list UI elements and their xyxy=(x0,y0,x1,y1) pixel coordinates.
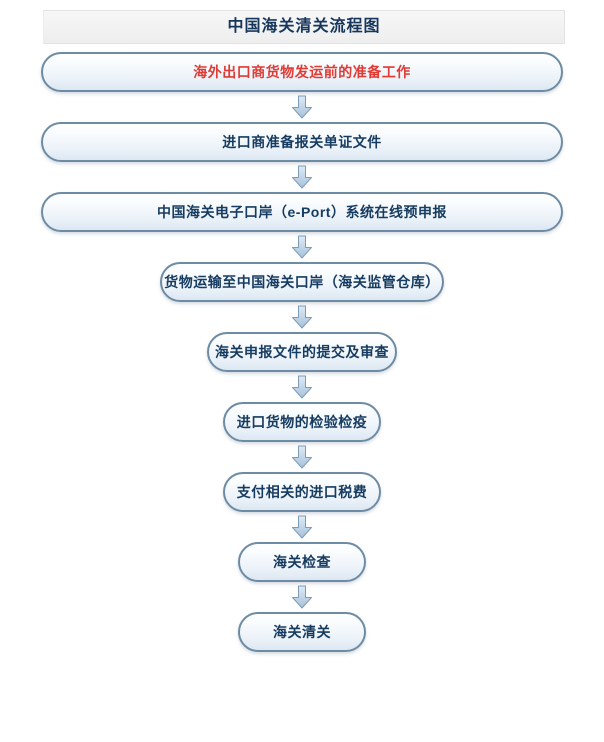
flow-node-8[interactable]: 海关检查 xyxy=(238,542,366,582)
flow-node-1[interactable]: 海外出口商货物发运前的准备工作 xyxy=(41,52,563,92)
flow-node-2[interactable]: 进口商准备报关单证文件 xyxy=(41,122,563,162)
flow-node-label: 海关清关 xyxy=(273,624,331,640)
flow-arrow-row xyxy=(0,442,604,472)
flow-step-row: 海外出口商货物发运前的准备工作 xyxy=(0,52,604,92)
flow-node-6[interactable]: 进口货物的检验检疫 xyxy=(223,402,381,442)
arrow-down-block-icon xyxy=(292,585,312,609)
flow-node-4[interactable]: 货物运输至中国海关口岸（海关监管仓库） xyxy=(160,262,444,302)
flow-arrow-row xyxy=(0,302,604,332)
flow-step-row: 海关检查 xyxy=(0,542,604,582)
flow-node-label: 进口商准备报关单证文件 xyxy=(222,134,382,150)
flow-step-row: 海关清关 xyxy=(0,612,604,652)
page-title: 中国海关清关流程图 xyxy=(227,18,381,35)
arrow-down-block-icon xyxy=(292,375,312,399)
arrow-down-block-icon xyxy=(292,445,312,469)
flow-node-label: 海关申报文件的提交及审查 xyxy=(215,344,389,360)
flow-node-label: 海外出口商货物发运前的准备工作 xyxy=(193,64,411,80)
flow-arrow-row xyxy=(0,582,604,612)
flow-arrow-row xyxy=(0,232,604,262)
flow-step-row: 货物运输至中国海关口岸（海关监管仓库） xyxy=(0,262,604,302)
flow-node-label: 支付相关的进口税费 xyxy=(236,484,368,500)
flow-node-label: 海关检查 xyxy=(273,554,331,570)
flow-node-3[interactable]: 中国海关电子口岸（e-Port）系统在线预申报 xyxy=(41,192,563,232)
flow-step-row: 中国海关电子口岸（e-Port）系统在线预申报 xyxy=(0,192,604,232)
flow-node-label: 货物运输至中国海关口岸（海关监管仓库） xyxy=(164,274,440,290)
arrow-down-block-icon xyxy=(292,235,312,259)
arrow-down-block-icon xyxy=(292,515,312,539)
page-title-bar: 中国海关清关流程图 xyxy=(43,10,565,44)
flow-step-row: 进口商准备报关单证文件 xyxy=(0,122,604,162)
flow-node-label: 中国海关电子口岸（e-Port）系统在线预申报 xyxy=(157,204,447,220)
flow-node-7[interactable]: 支付相关的进口税费 xyxy=(223,472,381,512)
arrow-down-block-icon xyxy=(292,305,312,329)
flow-step-row: 支付相关的进口税费 xyxy=(0,472,604,512)
flow-node-9[interactable]: 海关清关 xyxy=(238,612,366,652)
arrow-down-block-icon xyxy=(292,95,312,119)
flow-step-row: 海关申报文件的提交及审查 xyxy=(0,332,604,372)
flow-node-label: 进口货物的检验检疫 xyxy=(236,414,368,430)
flow-arrow-row xyxy=(0,92,604,122)
flow-arrow-row xyxy=(0,512,604,542)
flow-node-5[interactable]: 海关申报文件的提交及审查 xyxy=(207,332,397,372)
arrow-down-block-icon xyxy=(292,165,312,189)
flow-arrow-row xyxy=(0,162,604,192)
flow-step-row: 进口货物的检验检疫 xyxy=(0,402,604,442)
flow-steps-container: 海外出口商货物发运前的准备工作进口商准备报关单证文件中国海关电子口岸（e-Por… xyxy=(0,52,604,652)
flow-arrow-row xyxy=(0,372,604,402)
